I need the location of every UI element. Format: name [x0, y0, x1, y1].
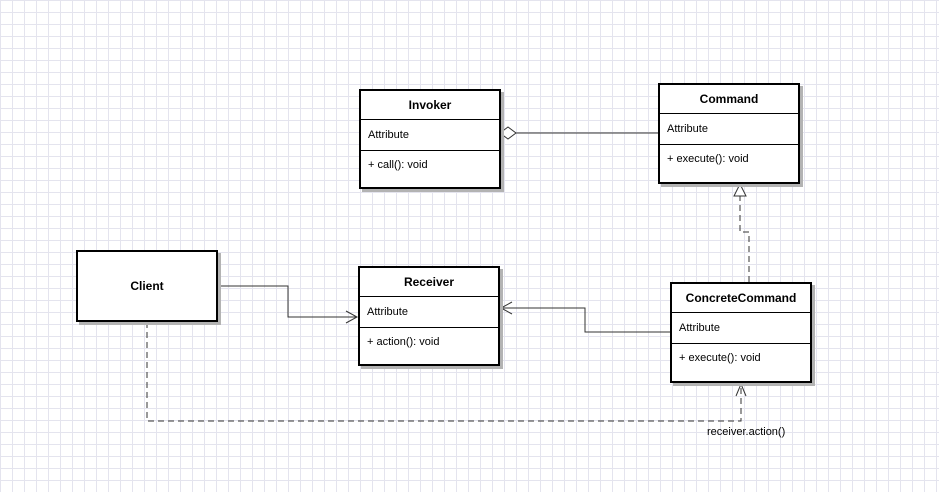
client-label: Client [130, 279, 164, 293]
class-name: Receiver [360, 268, 498, 297]
realization-connector[interactable] [739, 196, 750, 282]
class-attribute: Attribute [660, 114, 798, 145]
class-operation: + action(): void [367, 336, 440, 348]
command-receiver-connector[interactable] [501, 307, 671, 333]
class-command[interactable]: Command Attribute + execute(): void [658, 83, 800, 184]
dependency-label: receiver.action() [707, 426, 786, 438]
client-box[interactable]: Client [76, 250, 218, 322]
client-receiver-connector[interactable] [217, 285, 357, 318]
class-invoker[interactable]: Invoker Attribute + call(): void [359, 89, 501, 189]
class-receiver[interactable]: Receiver Attribute + action(): void [358, 266, 500, 366]
class-attribute: Attribute [672, 313, 810, 344]
class-name: Invoker [361, 91, 499, 120]
class-name: Command [660, 85, 798, 114]
class-operation: + call(): void [368, 159, 428, 171]
class-concrete-command[interactable]: ConcreteCommand Attribute + execute(): v… [670, 282, 812, 383]
dependency-arrow-icon [735, 382, 747, 397]
client-receiver-arrow-icon [345, 310, 359, 324]
class-attribute: Attribute [361, 120, 499, 151]
dependency-connector[interactable] [146, 322, 742, 422]
class-attribute: Attribute [360, 297, 498, 328]
command-receiver-arrow-icon [499, 301, 513, 315]
class-operation: + execute(): void [667, 153, 749, 165]
class-name: ConcreteCommand [672, 284, 810, 313]
realization-triangle-icon [733, 182, 747, 197]
class-operation: + execute(): void [679, 352, 761, 364]
aggregation-diamond-icon [499, 126, 517, 140]
